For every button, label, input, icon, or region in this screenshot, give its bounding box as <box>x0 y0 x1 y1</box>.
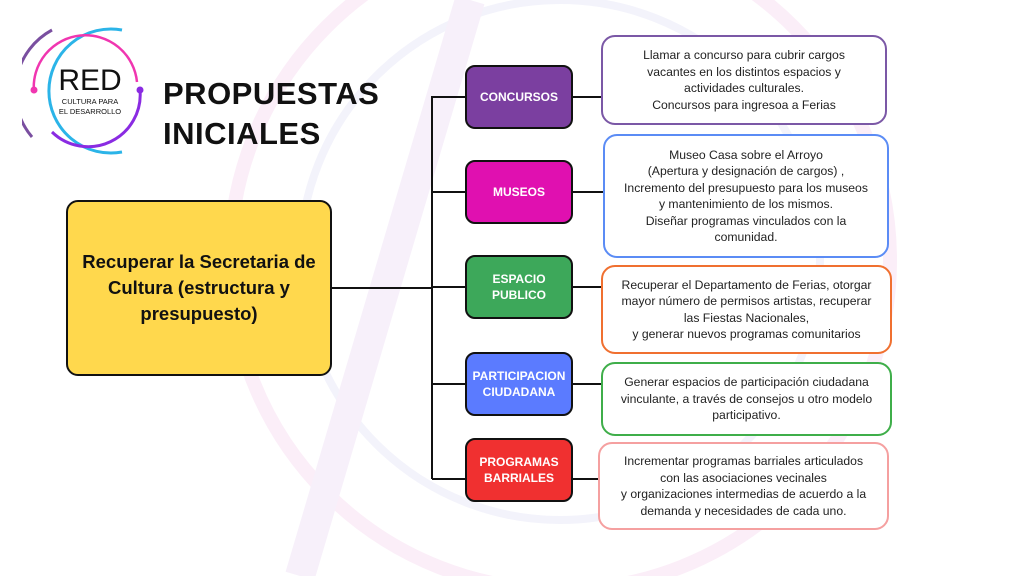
red-logo: RED CULTURA PARA EL DESARROLLO <box>22 27 144 155</box>
detail-espacio-publico: Recuperar el Departamento de Ferias, oto… <box>601 265 892 354</box>
detail-concursos: Llamar a concurso para cubrir cargos vac… <box>601 35 887 125</box>
category-programas-barriales: PROGRAMAS BARRIALES <box>465 438 573 502</box>
logo-name: RED <box>58 64 121 97</box>
connector-branch <box>432 286 465 288</box>
logo-subtitle-1: CULTURA PARA <box>62 97 118 106</box>
category-concursos: CONCURSOS <box>465 65 573 129</box>
category-espacio-publico: ESPACIO PUBLICO <box>465 255 573 319</box>
page-title: PROPUESTAS INICIALES <box>163 74 379 154</box>
title-line-2: INICIALES <box>163 116 321 151</box>
detail-programas-barriales: Incrementar programas barriales articula… <box>598 442 889 530</box>
detail-museos: Museo Casa sobre el Arroyo (Apertura y d… <box>603 134 889 258</box>
main-goal-box: Recuperar la Secretaria de Cultura (estr… <box>66 200 332 376</box>
connector-main <box>332 287 432 289</box>
connector-detail <box>573 383 603 385</box>
detail-participacion-ciudadana: Generar espacios de participación ciudad… <box>601 362 892 436</box>
connector-detail <box>573 478 600 480</box>
connector-branch <box>432 383 465 385</box>
connector-branch <box>432 96 465 98</box>
title-line-1: PROPUESTAS <box>163 76 380 111</box>
connector-detail <box>573 286 603 288</box>
connector-branch <box>432 191 465 193</box>
connector-detail <box>573 96 603 98</box>
logo-subtitle-2: EL DESARROLLO <box>59 107 121 116</box>
category-museos: MUSEOS <box>465 160 573 224</box>
connector-branch <box>432 478 465 480</box>
connector-detail <box>573 191 605 193</box>
category-participacion-ciudadana: PARTICIPACION CIUDADANA <box>465 352 573 416</box>
